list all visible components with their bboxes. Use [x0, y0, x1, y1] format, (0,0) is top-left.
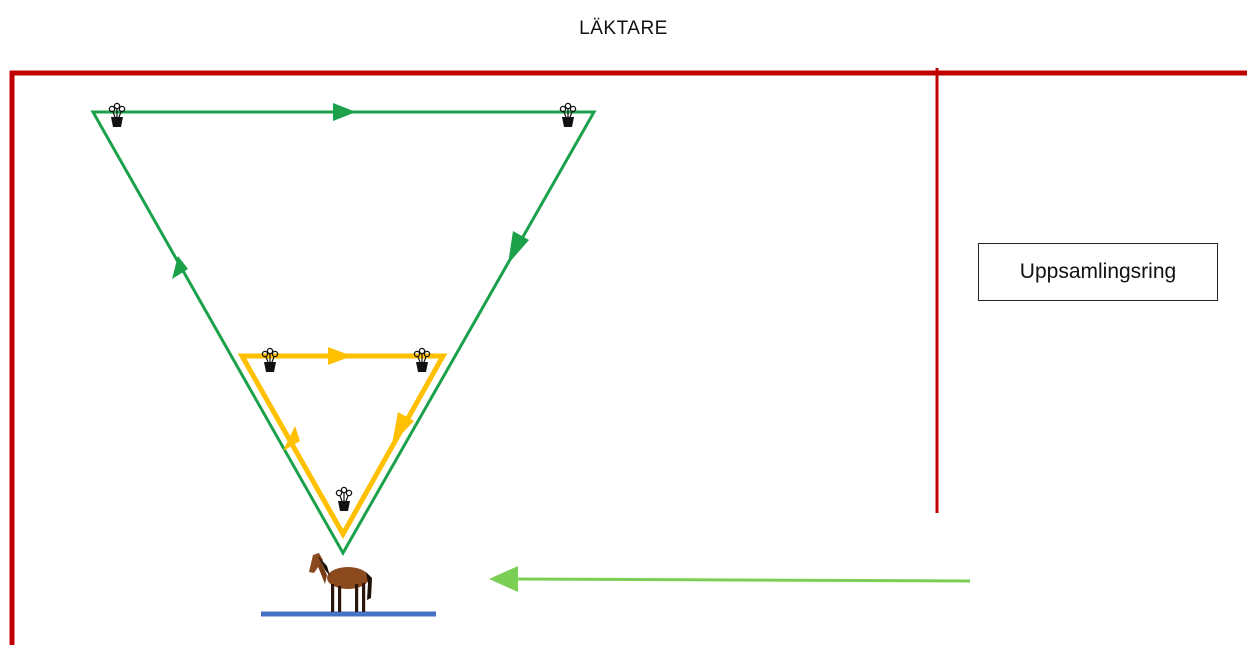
flower-pot-icon	[108, 102, 126, 128]
flower-pot-icon	[335, 486, 353, 512]
flower-pot-icon	[413, 347, 431, 373]
outer-arrow-right	[508, 231, 529, 264]
inner-arrow-right	[392, 412, 414, 444]
inner-course	[237, 347, 448, 540]
flower-pot-icon	[559, 102, 577, 128]
inner-arrow-top	[328, 347, 352, 365]
outer-course	[90, 103, 597, 557]
inner-arrow-left	[283, 426, 300, 451]
entry-arrow	[489, 566, 971, 592]
arena-fence	[9, 68, 1247, 645]
outer-arrow-top	[333, 103, 356, 121]
horse-icon	[309, 553, 372, 612]
flower-pot-icon	[261, 347, 279, 373]
collecting-ring-label: Uppsamlingsring	[978, 243, 1218, 301]
grandstand-label: LÄKTARE	[579, 18, 668, 39]
outer-arrow-left	[172, 256, 188, 279]
